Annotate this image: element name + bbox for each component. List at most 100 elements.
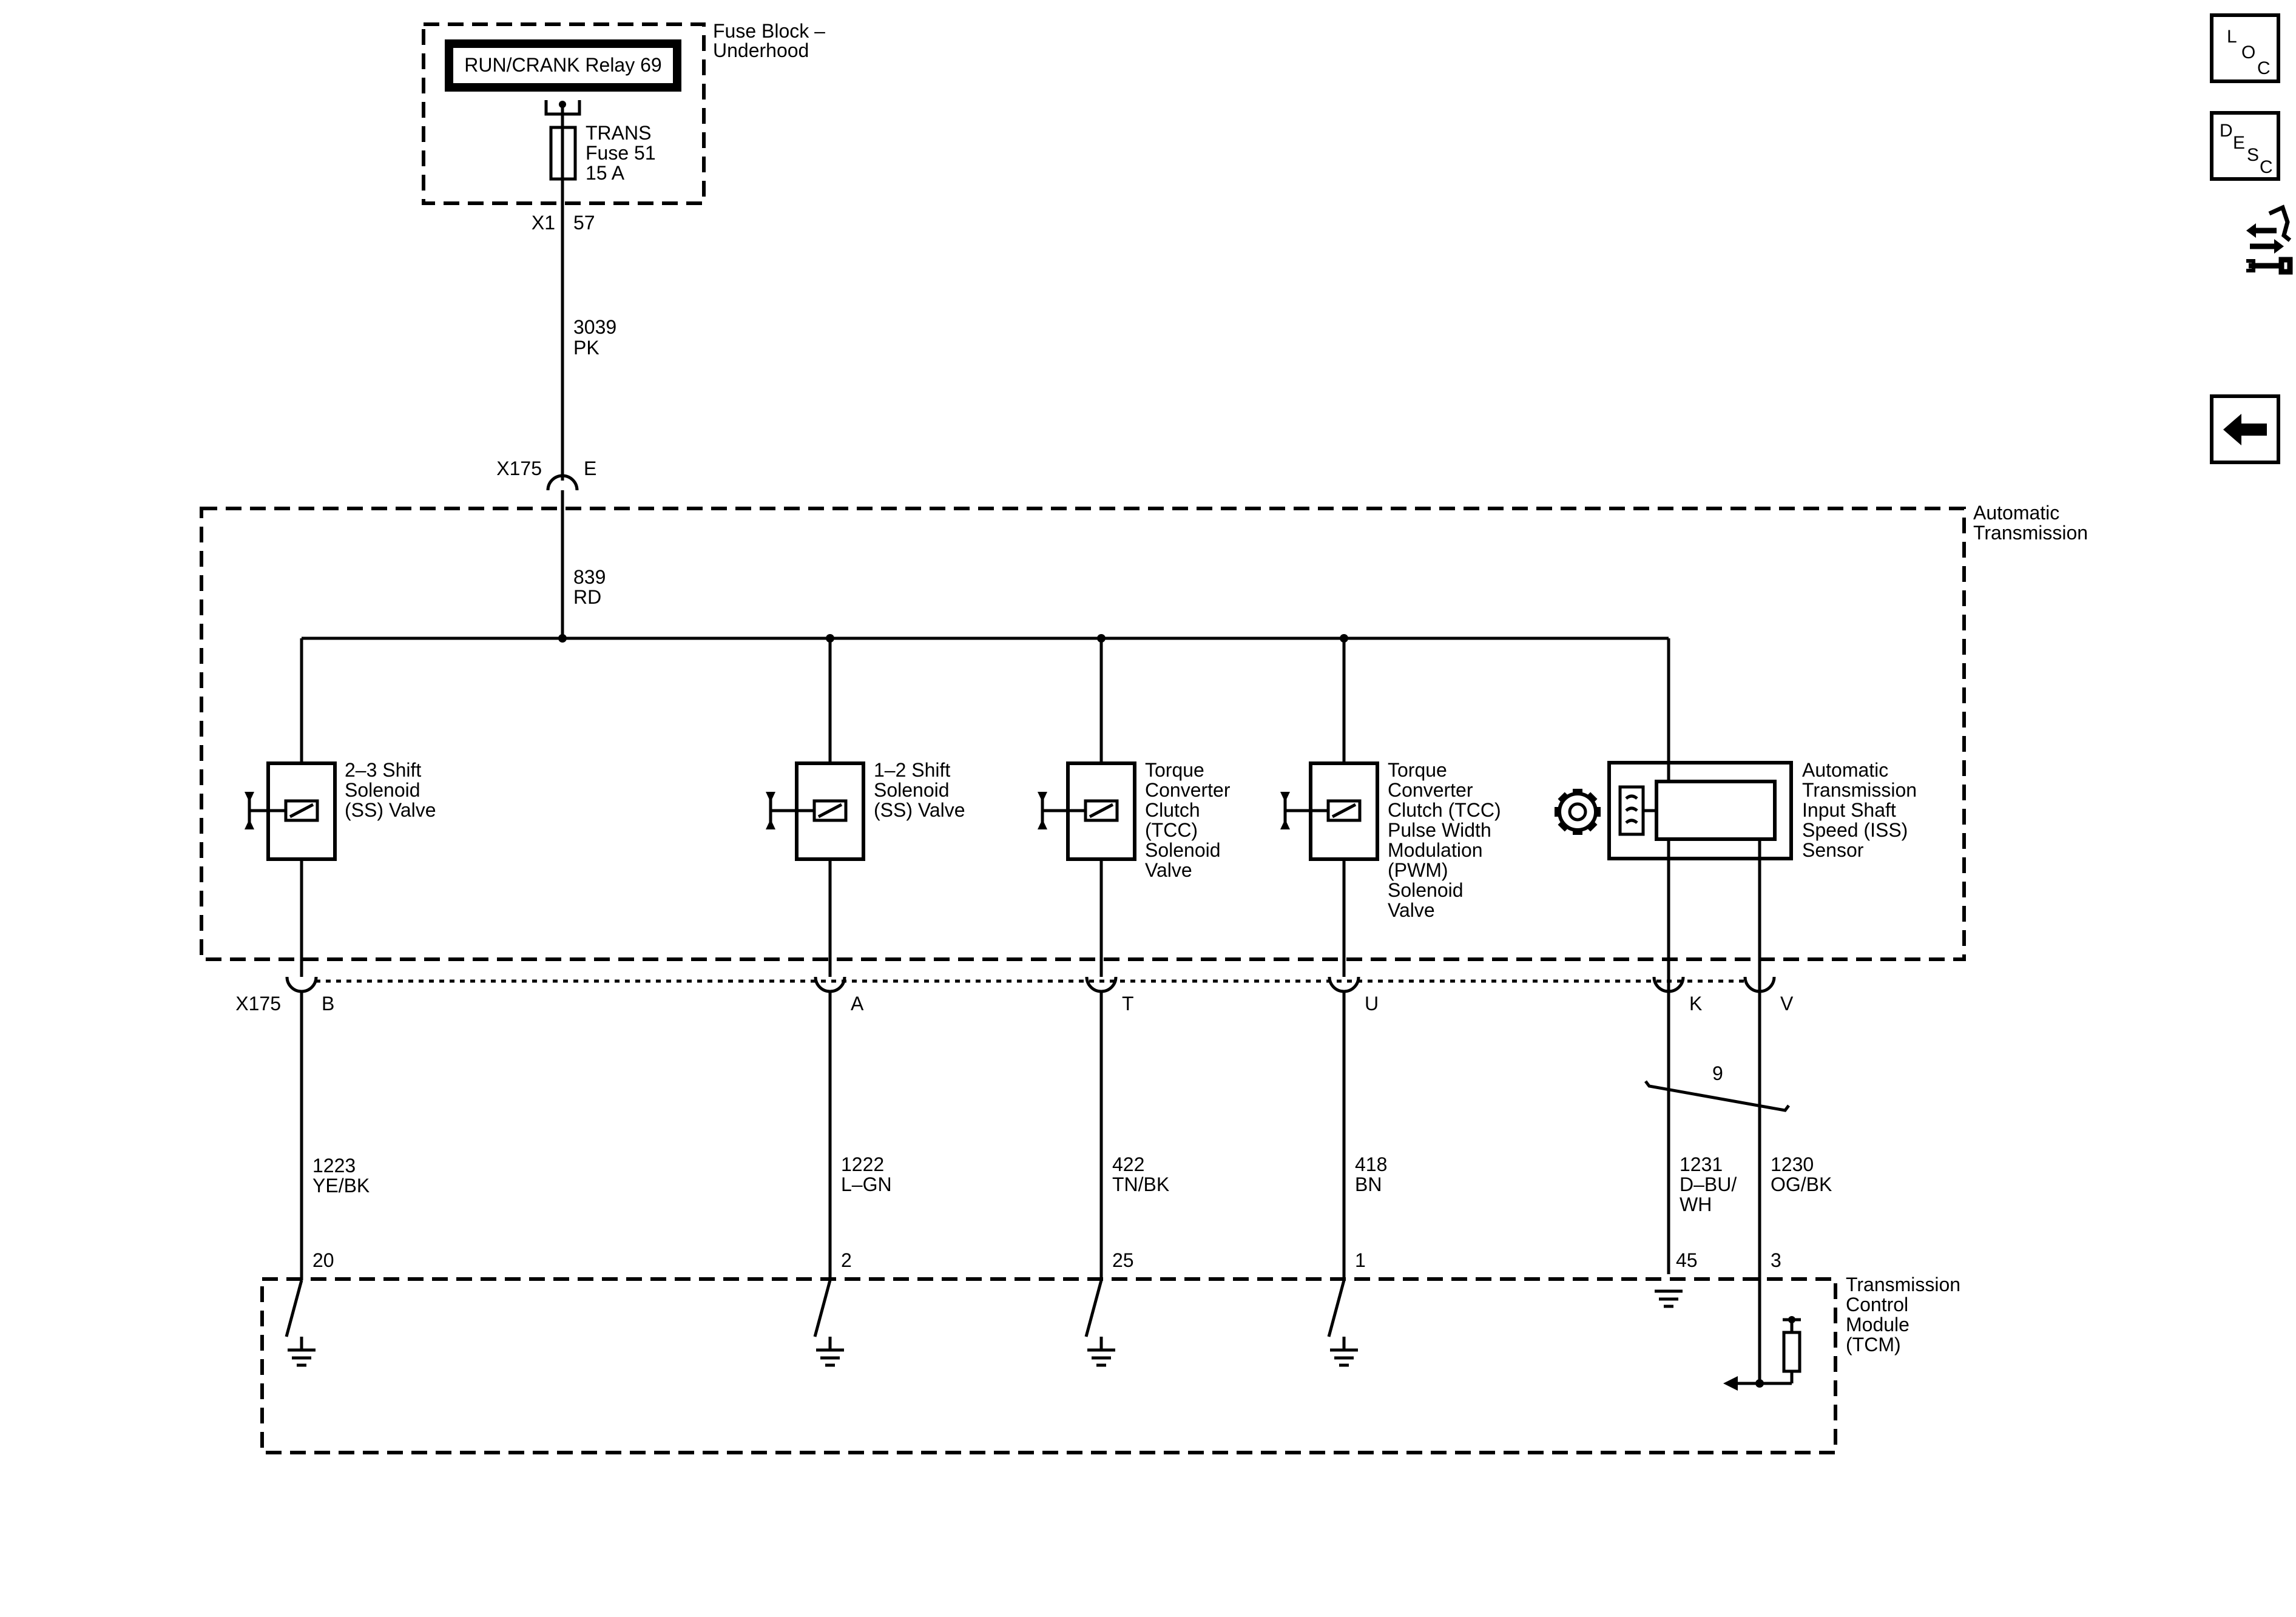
back-arrow-icon	[2223, 414, 2267, 445]
wire-1231-color-1: D–BU/	[1680, 1173, 1737, 1195]
solenoid-1-2-label-1: 1–2 Shift	[874, 759, 950, 781]
wire-1231-circuit: 1231	[1680, 1153, 1723, 1175]
pin-k-label: K	[1689, 993, 1702, 1014]
wire-1231-color-2: WH	[1680, 1193, 1712, 1215]
solenoid-2-3-label-1: 2–3 Shift	[345, 759, 421, 781]
solenoid-2-3-shift	[245, 638, 337, 977]
tcm-input-circuit	[1723, 1316, 1801, 1391]
wire-422-color: TN/BK	[1112, 1173, 1169, 1195]
solenoid-1-2-label-3: (SS) Valve	[874, 799, 965, 821]
wire-418-color: BN	[1355, 1173, 1382, 1195]
gear-icon	[1555, 789, 1601, 835]
pin-a-label: A	[851, 993, 864, 1014]
solenoid-2-3-label-2: Solenoid	[345, 779, 420, 801]
tcm-pin-20: 20	[312, 1249, 334, 1271]
solenoid-pwm-label-2: Converter	[1388, 779, 1473, 801]
iss-sensor	[1607, 638, 1793, 1383]
tcm-switch-20	[285, 1280, 316, 1367]
relay-label: RUN/CRANK Relay 69	[464, 54, 661, 76]
pin-b-label: B	[322, 993, 334, 1014]
loc-letter-l: L	[2227, 27, 2237, 47]
x175-pin-k	[1652, 976, 1685, 993]
fuse-label-3: 15 A	[586, 162, 625, 184]
twisted-pair-label: 9	[1712, 1062, 1723, 1084]
x175-e-name: X175	[496, 457, 542, 479]
solenoid-pwm-label-6: (PWM)	[1388, 859, 1448, 881]
desc-button[interactable]: D E S C	[2210, 111, 2280, 181]
tcm-pin-25: 25	[1112, 1249, 1134, 1271]
wire-3039-circuit: 3039	[573, 316, 616, 338]
connector-wrench-icon[interactable]	[2245, 200, 2294, 285]
x175-pin-a	[814, 976, 846, 993]
x1-connector-pin: 57	[573, 212, 595, 234]
back-button[interactable]	[2210, 394, 2280, 464]
relay-box	[445, 39, 681, 92]
solenoid-pwm-label-3: Clutch (TCC)	[1388, 799, 1501, 821]
solenoid-1-2-shift	[766, 638, 865, 977]
solenoid-pwm-label-8: Valve	[1388, 899, 1435, 921]
automatic-transmission-outline	[200, 507, 1966, 961]
desc-letter-e: E	[2233, 133, 2246, 153]
wire-418-circuit: 418	[1355, 1153, 1387, 1175]
bus-splice-839	[558, 634, 567, 643]
pin-t-label: T	[1122, 993, 1134, 1014]
iss-label-4: Speed (ISS)	[1802, 819, 1908, 841]
fuse-block-outline	[422, 22, 706, 205]
x175-pin-t	[1085, 976, 1118, 993]
wire-1230-circuit: 1230	[1771, 1153, 1814, 1175]
tcm-pin-45: 45	[1676, 1249, 1698, 1271]
loc-letter-c: C	[2257, 58, 2271, 78]
tcm-switch-2	[813, 1280, 844, 1367]
solenoid-tcc-label-2: Converter	[1145, 779, 1231, 801]
tcm-pin-2: 2	[841, 1249, 852, 1271]
fuse-block-title-1: Fuse Block –	[713, 20, 825, 42]
solenoid-tcc-label-1: Torque	[1145, 759, 1204, 781]
solenoid-tcc-label-3: Clutch	[1145, 799, 1200, 821]
tcm-title-2: Control	[1846, 1294, 1908, 1315]
tcm-title-4: (TCM)	[1846, 1334, 1901, 1355]
pin-u-label: U	[1365, 993, 1379, 1014]
loc-letter-o: O	[2241, 42, 2256, 62]
wire-1230-color: OG/BK	[1771, 1173, 1832, 1195]
desc-letter-s: S	[2247, 145, 2260, 165]
wire-422-circuit: 422	[1112, 1153, 1144, 1175]
tcm-title-3: Module	[1846, 1314, 1909, 1335]
desc-letter-c: C	[2260, 157, 2273, 177]
solenoid-tcc	[1038, 638, 1136, 977]
fuse-block-title-2: Underhood	[713, 39, 809, 61]
tcm-switch-25	[1084, 1280, 1115, 1367]
wire-839-color: RD	[573, 586, 601, 608]
solenoid-pwm-label-4: Pulse Width	[1388, 819, 1491, 841]
solenoid-1-2-label-2: Solenoid	[874, 779, 950, 801]
fuse-label-1: TRANS	[586, 122, 651, 144]
desc-letter-d: D	[2220, 121, 2233, 141]
loc-button[interactable]: L O C	[2210, 13, 2280, 83]
relay-node	[559, 101, 566, 108]
x175-bottom-name: X175	[235, 993, 281, 1014]
solenoid-pwm-label-7: Solenoid	[1388, 879, 1464, 901]
solenoid-tcc-label-5: Solenoid	[1145, 839, 1221, 861]
solenoid-2-3-label-3: (SS) Valve	[345, 799, 436, 821]
x175-e-pin: E	[584, 457, 596, 479]
twisted-pair-marker	[1644, 1080, 1790, 1112]
tcm-pin-1: 1	[1355, 1249, 1366, 1271]
wire-839-circuit: 839	[573, 566, 606, 588]
iss-label-2: Transmission	[1802, 779, 1917, 801]
iss-label-3: Input Shaft	[1802, 799, 1896, 821]
tcm-title-1: Transmission	[1846, 1274, 1960, 1295]
automatic-transmission-title-2: Transmission	[1973, 522, 2088, 544]
fuse-label-2: Fuse 51	[586, 142, 656, 164]
solenoid-tcc-pwm	[1280, 638, 1379, 977]
wire-1222-color: L–GN	[841, 1173, 892, 1195]
pin-v-label: V	[1780, 993, 1794, 1014]
solenoid-pwm-label-5: Modulation	[1388, 839, 1483, 861]
x1-connector-name: X1	[532, 212, 555, 234]
solenoid-tcc-label-4: (TCC)	[1145, 819, 1198, 841]
wire-1223-color: YE/BK	[312, 1175, 370, 1197]
tcm-pin-3: 3	[1771, 1249, 1781, 1271]
solenoid-tcc-label-6: Valve	[1145, 859, 1192, 881]
wire-3039-color: PK	[573, 337, 599, 359]
solenoid-pwm-label-1: Torque	[1388, 759, 1447, 781]
tcm-ground-45	[1655, 1289, 1683, 1308]
